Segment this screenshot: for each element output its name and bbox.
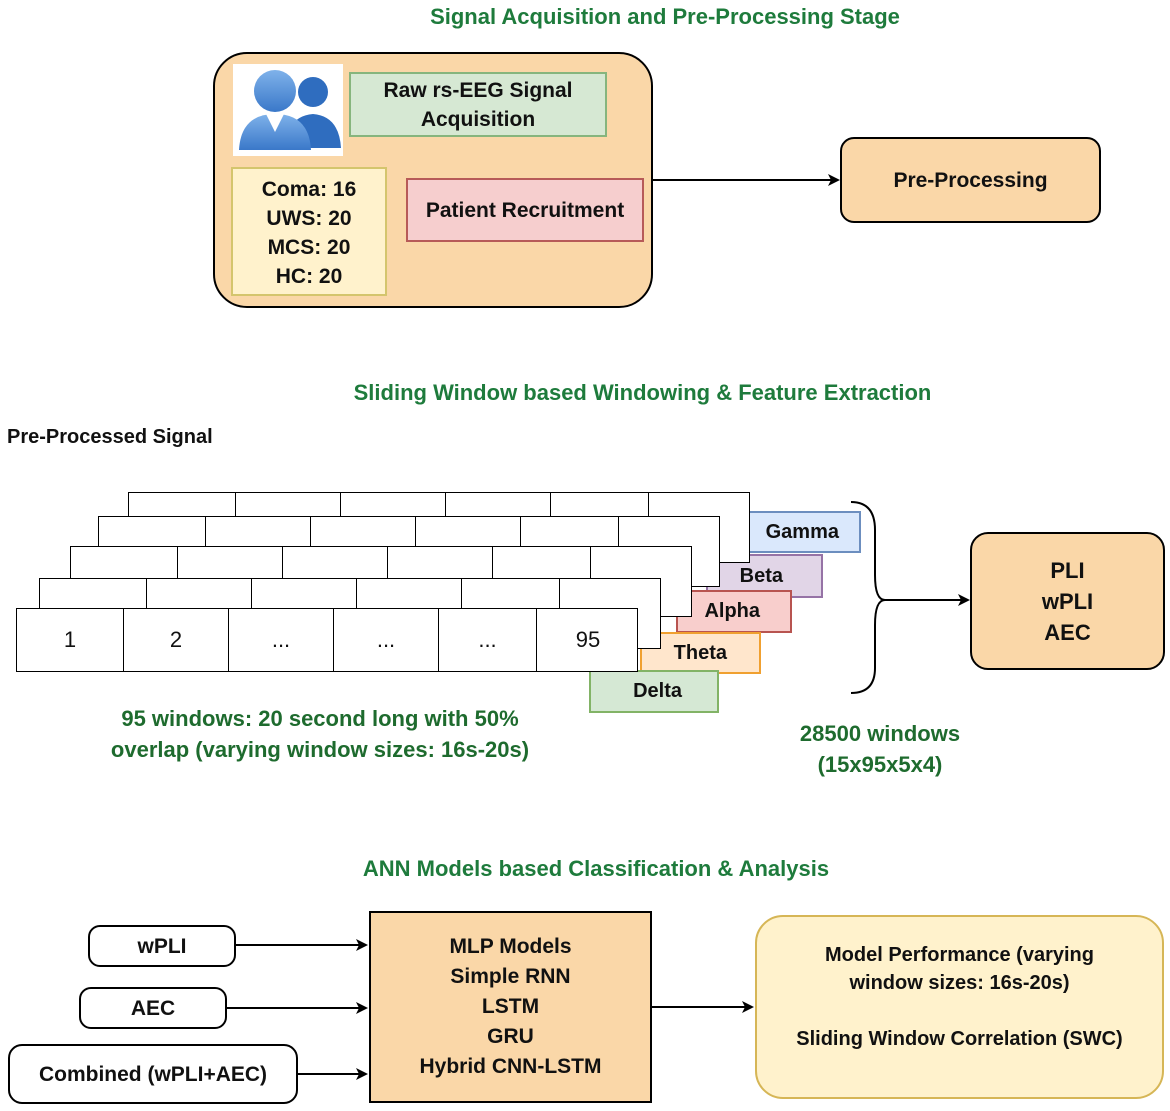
- cohort-mcs: MCS: 20: [267, 236, 351, 259]
- patient-recruitment-label: Patient Recruitment: [425, 198, 625, 222]
- total-windows-note: 28500 windows (15x95x5x4): [760, 718, 1000, 780]
- swc-label: Sliding Window Correlation (SWC): [796, 1028, 1123, 1050]
- patients-user-icon: [233, 64, 343, 156]
- window-row-delta: 1 2 ... ... ... 95: [16, 608, 638, 672]
- cohort-hc: HC: 20: [275, 265, 343, 288]
- models-box: MLP Models Simple RNN LSTM GRU Hybrid CN…: [369, 911, 652, 1103]
- band-gamma: Gamma: [736, 511, 861, 553]
- cohort-coma: Coma: 16: [261, 178, 357, 201]
- input-combined-label: Combined (wPLI+AEC): [38, 1062, 268, 1086]
- preprocessing-label: Pre-Processing: [893, 168, 1048, 192]
- window-cell-95: 95: [536, 609, 639, 671]
- model-simple-rnn: Simple RNN: [450, 965, 571, 988]
- band-theta: Theta: [640, 632, 761, 674]
- performance-box: Model Performance (varying window sizes:…: [755, 915, 1164, 1099]
- input-combined-box: Combined (wPLI+AEC): [8, 1044, 298, 1104]
- cohort-uws: UWS: 20: [266, 207, 352, 230]
- input-wpli-box: wPLI: [88, 925, 236, 967]
- total-windows-line1: 28500 windows: [799, 721, 961, 746]
- windows-note-line1: 95 windows: 20 second long with 50%: [121, 706, 519, 731]
- cohort-box: Coma: 16 UWS: 20 MCS: 20 HC: 20: [231, 167, 387, 296]
- stage1-title: Signal Acquisition and Pre-Processing St…: [430, 4, 900, 29]
- features-box: PLI wPLI AEC: [970, 532, 1165, 670]
- window-cell-5: ...: [438, 609, 536, 671]
- model-gru: GRU: [487, 1025, 534, 1048]
- model-hybrid-cnn-lstm: Hybrid CNN-LSTM: [419, 1055, 602, 1078]
- performance-line2: window sizes: 16s-20s): [849, 972, 1070, 994]
- windows-note-line2: overlap (varying window sizes: 16s-20s): [110, 737, 530, 762]
- band-alpha-label: Alpha: [704, 600, 760, 622]
- stage3-title: ANN Models based Classification & Analys…: [362, 856, 830, 881]
- band-delta-label: Delta: [633, 680, 682, 702]
- model-lstm: LSTM: [481, 995, 540, 1018]
- raw-eeg-acquisition-label: Raw rs-EEG Signal Acquisition: [383, 78, 573, 131]
- window-cell-1: 1: [63, 627, 77, 652]
- band-delta: Delta: [589, 670, 719, 713]
- preprocessed-signal-label: Pre-Processed Signal: [7, 426, 213, 448]
- performance-line1: Model Performance (varying: [825, 944, 1094, 966]
- stage2-title: Sliding Window based Windowing & Feature…: [353, 380, 932, 405]
- model-mlp: MLP Models: [449, 935, 572, 958]
- band-alpha: Alpha: [676, 590, 792, 633]
- input-wpli-label: wPLI: [137, 934, 187, 958]
- raw-eeg-acquisition-box: Raw rs-EEG Signal Acquisition: [349, 72, 607, 137]
- input-aec-label: AEC: [130, 996, 176, 1020]
- input-aec-box: AEC: [79, 987, 227, 1029]
- window-cell-4: ...: [333, 609, 438, 671]
- feature-wpli: wPLI: [1041, 588, 1094, 614]
- band-theta-label: Theta: [673, 641, 727, 664]
- preprocessing-box: Pre-Processing: [840, 137, 1101, 223]
- band-beta-label: Beta: [739, 564, 783, 587]
- band-gamma-label: Gamma: [765, 520, 839, 543]
- feature-aec: AEC: [1044, 619, 1091, 645]
- total-windows-line2: (15x95x5x4): [817, 752, 943, 777]
- window-cell-3: ...: [228, 609, 333, 671]
- feature-pli: PLI: [1050, 557, 1085, 583]
- window-cell-2: 2: [123, 609, 228, 671]
- patient-recruitment-box: Patient Recruitment: [406, 178, 644, 242]
- windows-note: 95 windows: 20 second long with 50% over…: [40, 703, 600, 765]
